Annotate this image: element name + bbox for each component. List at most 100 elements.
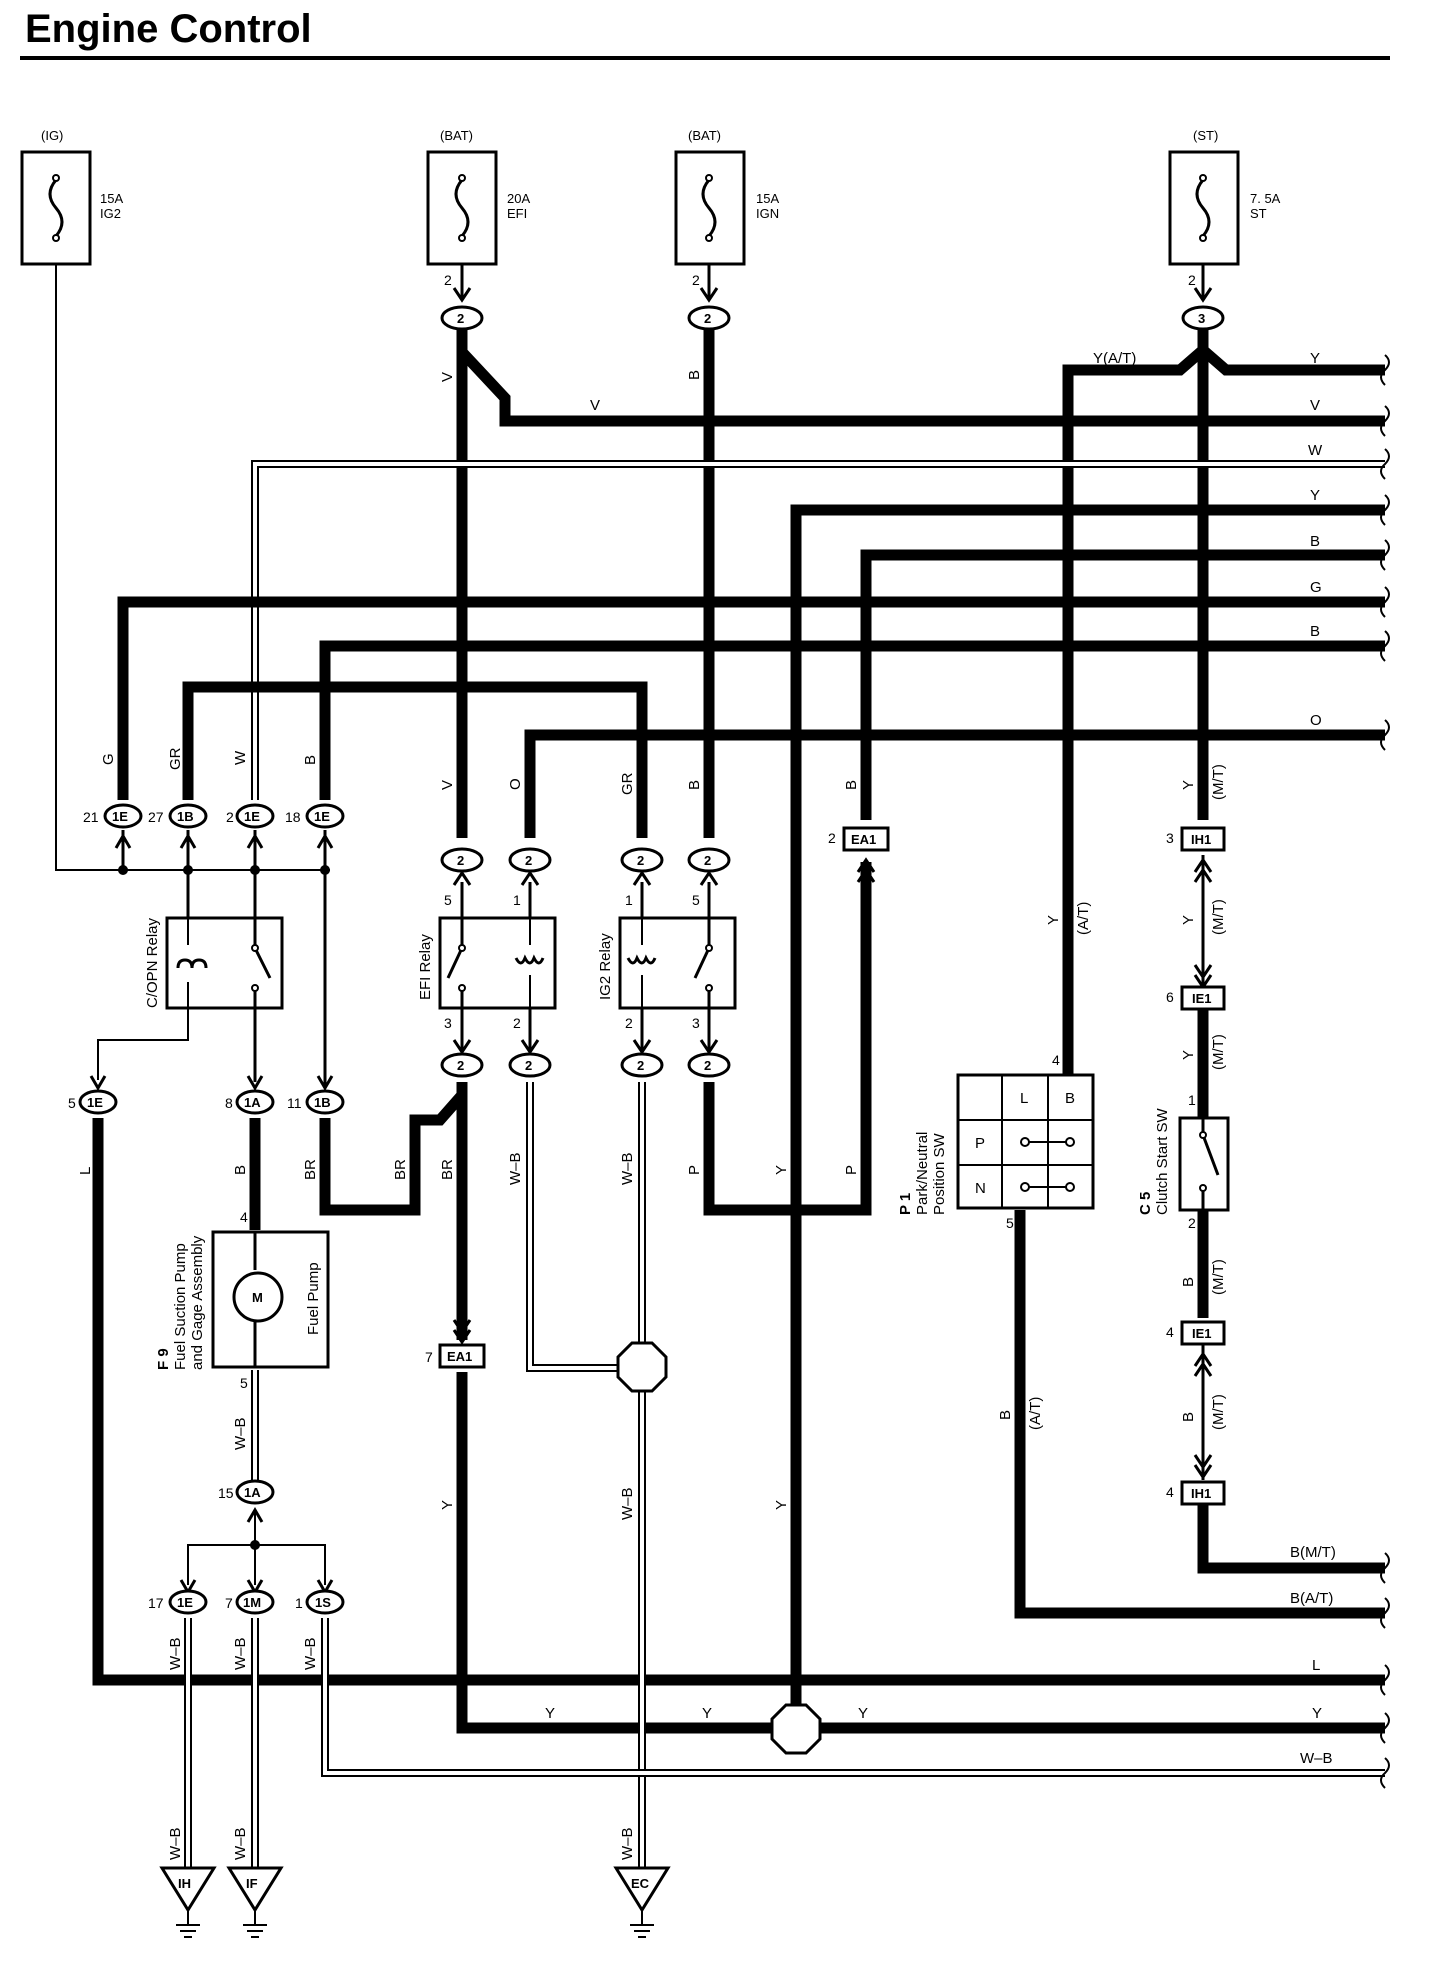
svg-text:1E: 1E — [314, 809, 330, 824]
svg-text:18: 18 — [285, 809, 301, 825]
fuse-source: (BAT) — [688, 128, 721, 143]
svg-text:2: 2 — [828, 830, 836, 846]
fuse-icon — [701, 179, 717, 237]
svg-text:1M: 1M — [243, 1595, 261, 1610]
wire-label: (A/T) — [1075, 902, 1092, 935]
svg-text:2: 2 — [457, 853, 464, 868]
wire-label: B — [843, 780, 860, 790]
wire-label: B — [1180, 1277, 1197, 1287]
svg-text:1E: 1E — [87, 1095, 103, 1110]
efi-relay: EFI Relay 5 1 3 2 — [417, 892, 557, 1031]
wire-label: Y — [858, 1705, 868, 1722]
jc-21-1e: 21 1E — [83, 803, 143, 849]
wire-label: W–B — [167, 1827, 184, 1860]
fuse-st: (ST) 7. 5A ST 2 — [1168, 128, 1281, 288]
fuse-name: EFI — [507, 206, 527, 221]
svg-text:EA1: EA1 — [851, 832, 876, 847]
fuse-efi: (BAT) 20A EFI 2 — [426, 128, 530, 288]
svg-text:IH1: IH1 — [1191, 1486, 1211, 1501]
wire-label: BR — [439, 1159, 456, 1180]
wire-label: Y — [1180, 915, 1197, 925]
fuse-ign: (BAT) 15A IGN 2 — [674, 128, 779, 288]
svg-text:2: 2 — [457, 311, 464, 326]
wire-label: B — [686, 370, 703, 380]
svg-text:2: 2 — [637, 1058, 644, 1073]
jc-11-1b: 11 1B — [287, 1075, 345, 1115]
component-label: Fuel Pump — [305, 1262, 322, 1335]
jc-18-1e: 18 1E — [285, 803, 345, 849]
svg-text:IF: IF — [246, 1876, 258, 1891]
relay-pin: 2 — [513, 1015, 521, 1031]
wire-label: B — [232, 1165, 249, 1175]
wire-label: (M/T) — [1210, 764, 1227, 800]
svg-text:IH: IH — [178, 1876, 191, 1891]
svg-text:1B: 1B — [314, 1095, 331, 1110]
wire-label: (M/T) — [1210, 899, 1227, 935]
wire-label: W–B — [507, 1152, 524, 1185]
wire-label: Y — [1312, 1705, 1322, 1722]
svg-text:N: N — [975, 1180, 986, 1197]
copn-relay: C/OPN Relay — [144, 916, 284, 1010]
wire-label: BR — [392, 1159, 409, 1180]
wire-label: O — [507, 778, 524, 790]
contact-icon — [1020, 1137, 1075, 1192]
wire-label: L — [77, 1167, 94, 1175]
wire-label: P — [686, 1165, 703, 1175]
svg-text:2: 2 — [525, 853, 532, 868]
wire-label: Y — [773, 1500, 790, 1510]
svg-text:2: 2 — [704, 853, 711, 868]
svg-text:17: 17 — [148, 1595, 164, 1611]
svg-text:8: 8 — [225, 1095, 233, 1111]
fuse-amps: 7. 5A — [1250, 191, 1281, 206]
component-code: F 9 — [155, 1348, 172, 1370]
connector-2-efi-relay-out: 2 — [440, 1039, 484, 1078]
svg-text:1E: 1E — [112, 809, 128, 824]
grounds: IH IF EC — [159, 1866, 671, 1938]
component-name: Position SW — [931, 1132, 948, 1215]
svg-text:IE1: IE1 — [1192, 1326, 1212, 1341]
wire-label: L — [1312, 1657, 1320, 1674]
right-edge-labels: Y V W Y B G B O B(M/T) B(A/T) L Y W–B — [1290, 350, 1336, 1767]
svg-text:1A: 1A — [244, 1485, 261, 1500]
wire-label: V — [439, 372, 456, 382]
jc-7-1m: 7 1M — [225, 1579, 275, 1615]
junction-connectors: 21 1E 27 1B 2 1E 18 1E 5 1E — [68, 803, 345, 1615]
connector-2-ig2-relay-out: 2 — [687, 1039, 731, 1078]
pin-label: 4 — [240, 1209, 248, 1225]
svg-text:27: 27 — [148, 809, 164, 825]
coil-icon — [176, 958, 208, 969]
wire-label: W–B — [619, 1827, 636, 1860]
fuse-name: ST — [1250, 206, 1267, 221]
connector-2-ig2-relay-coil-in: 2 — [620, 847, 664, 886]
jc-27-1b: 27 1B — [148, 803, 208, 849]
svg-text:2: 2 — [525, 1058, 532, 1073]
svg-text:1B: 1B — [177, 809, 194, 824]
inline-connectors: 2 EA1 7 EA1 3 IH1 6 IE1 4 IE1 — [425, 826, 1226, 1506]
svg-text:7: 7 — [225, 1595, 233, 1611]
wire-label: V — [1310, 397, 1320, 414]
pin-label: 5 — [1006, 1215, 1014, 1231]
component-name: Fuel Suction Pump — [172, 1243, 189, 1370]
svg-text:IE1: IE1 — [1192, 991, 1212, 1006]
wire-label: B — [302, 755, 319, 765]
jc-1-1s: 1 1S — [295, 1579, 345, 1615]
wire-label: Y — [702, 1705, 712, 1722]
connector-2-efi-relay-coil-out: 2 — [508, 1039, 552, 1078]
ground-ih: IH — [159, 1866, 217, 1938]
svg-text:2: 2 — [226, 809, 234, 825]
wire-label: GR — [619, 772, 636, 795]
component-name: and Gage Assembly — [189, 1235, 206, 1370]
ic-2-ea1: 2 EA1 — [828, 826, 890, 883]
round-connectors: 2 2 3 2 2 2 2 — [440, 287, 1225, 1078]
wire-label: W–B — [619, 1152, 636, 1185]
fuse-source: (ST) — [1193, 128, 1218, 143]
relay-pin: 1 — [625, 892, 633, 908]
switch-icon — [693, 918, 711, 1008]
wire-label: (A/T) — [1027, 1397, 1044, 1430]
fuse-source: (BAT) — [440, 128, 473, 143]
svg-text:4: 4 — [1166, 1324, 1174, 1340]
fuse-pin: 2 — [1188, 272, 1196, 288]
ground-ec: EC — [613, 1866, 671, 1938]
wire-label: Y — [1180, 780, 1197, 790]
